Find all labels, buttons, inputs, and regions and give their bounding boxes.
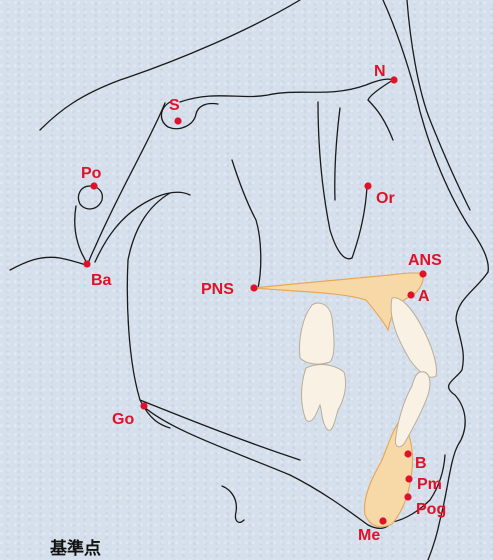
landmark-point-S	[174, 117, 181, 124]
occipital-outline	[10, 257, 89, 270]
ear-canal-outline	[75, 206, 89, 266]
landmark-label-Pog: Pog	[416, 501, 446, 518]
landmark-point-Pog	[404, 493, 411, 500]
upper-molar-tooth	[300, 303, 335, 364]
diagram-caption: 基準点	[50, 534, 101, 559]
landmark-label-Me: Me	[358, 527, 380, 544]
nasal-bone-outline	[383, 0, 488, 272]
landmark-label-PNS: PNS	[201, 281, 234, 298]
forehead-outline	[407, 0, 470, 210]
landmark-point-A	[407, 291, 414, 298]
landmark-label-N: N	[374, 63, 386, 80]
landmark-point-Or	[364, 182, 371, 189]
porion-outline	[78, 186, 102, 209]
landmark-label-Po: Po	[81, 165, 102, 182]
mandible-ramus-outline	[127, 193, 170, 428]
landmark-point-Po	[90, 182, 97, 189]
lower-molar-tooth	[302, 365, 346, 431]
nasion-curve	[368, 80, 393, 140]
teeth	[300, 298, 437, 447]
landmark-point-ANS	[419, 270, 426, 277]
landmark-label-Ba: Ba	[91, 272, 112, 289]
cranial-base-line	[180, 79, 393, 102]
condyle-outline	[95, 192, 190, 262]
upper-incisor-tooth	[391, 298, 436, 377]
lower-incisor-tooth	[395, 372, 429, 447]
pterygoid-outline	[232, 160, 261, 288]
landmark-point-PNS	[250, 284, 257, 291]
mandible-inner-border	[140, 400, 300, 460]
landmark-label-Or: Or	[376, 190, 395, 207]
landmark-point-Go	[140, 402, 147, 409]
landmark-label-A: A	[418, 288, 430, 305]
landmark-point-Ba	[83, 260, 90, 267]
clivus-outline	[88, 103, 165, 266]
mandible-lower-border	[143, 406, 392, 528]
landmark-point-Me	[379, 517, 386, 524]
landmark-point-N	[390, 76, 397, 83]
landmark-point-Pm	[405, 475, 412, 482]
landmark-label-B: B	[415, 455, 427, 472]
orbit-inner-outline	[335, 108, 340, 200]
landmark-label-Go: Go	[112, 411, 134, 428]
landmark-label-ANS: ANS	[408, 252, 442, 269]
landmark-label-S: S	[169, 97, 180, 114]
orbit-outline	[318, 102, 367, 259]
landmark-point-B	[404, 450, 411, 457]
landmark-label-Pm: Pm	[417, 476, 442, 493]
hyoid-outline	[222, 486, 244, 522]
